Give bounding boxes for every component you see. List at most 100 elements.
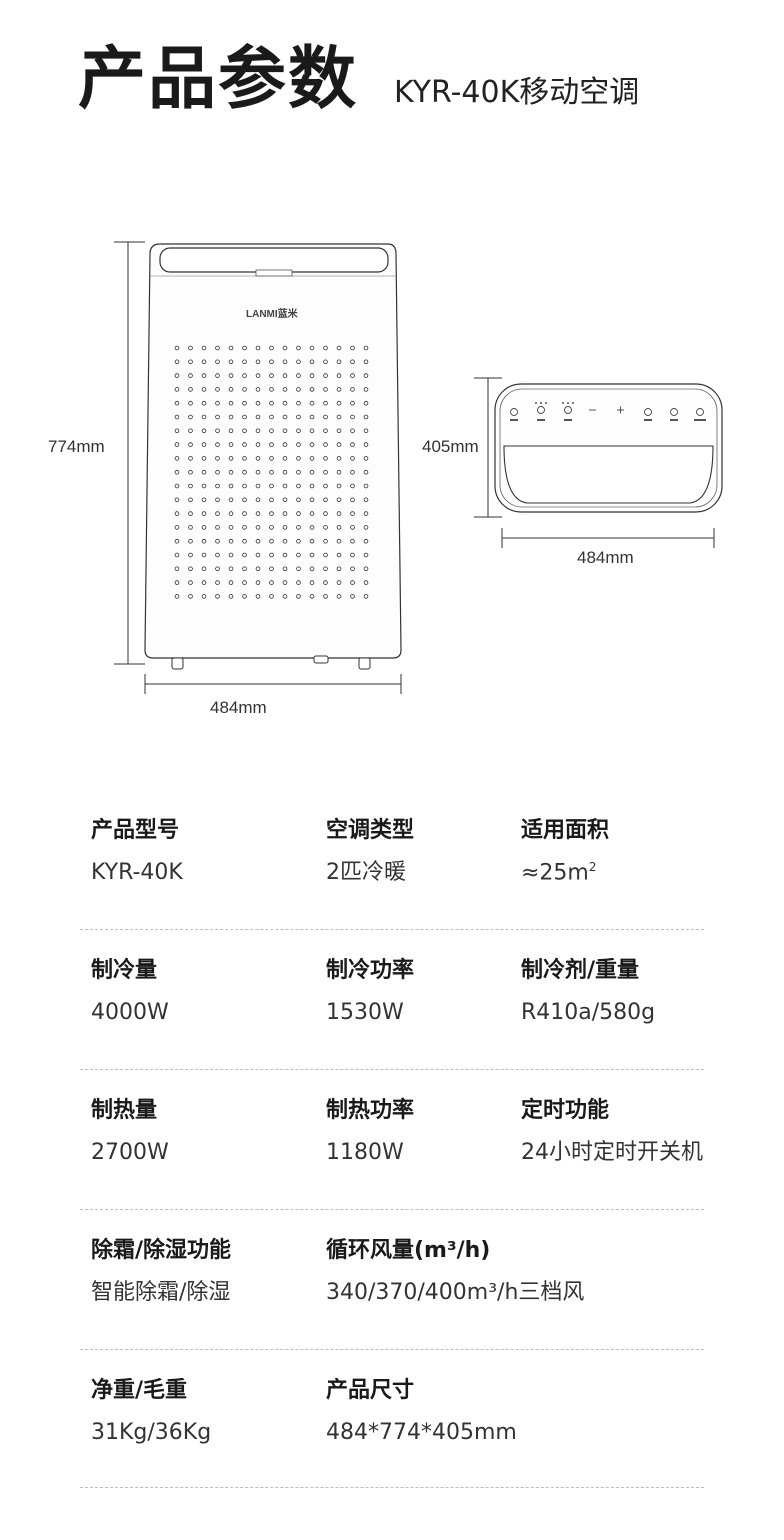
spec-cell-model: 产品型号 KYR-40K (91, 820, 183, 886)
vent-dot (174, 594, 180, 599)
vent-dot (269, 400, 274, 406)
spec-value-superscript: 2 (588, 860, 597, 874)
vent-dot (363, 345, 369, 351)
sleep-icon (670, 408, 678, 416)
vent-dot (242, 552, 247, 558)
vent-dot (309, 442, 315, 447)
vent-dot (269, 538, 274, 544)
wheel-left (171, 657, 184, 670)
vent-dot (201, 497, 207, 503)
vent-dot (282, 456, 288, 461)
vent-dot (282, 359, 288, 365)
spec-cell-cooling-power: 制冷功率 1530W (326, 960, 414, 1026)
vent-dot (228, 538, 234, 544)
spec-value: 2700W (91, 1140, 169, 1165)
vent-dot (242, 594, 247, 599)
vent-dot (309, 552, 315, 558)
spec-cell-timer: 定时功能 24小时定时开关机 (521, 1100, 703, 1166)
spec-cell-refrigerant: 制冷剂/重量 R410a/580g (521, 960, 655, 1026)
vent-dot (269, 497, 274, 503)
vent-dot (336, 456, 342, 461)
vent-dot (336, 345, 342, 351)
vent-dot (296, 428, 301, 434)
vent-dot (336, 359, 342, 365)
vent-dot (228, 414, 234, 420)
vent-dot (282, 483, 288, 489)
vent-dot (296, 525, 301, 530)
vent-dot (228, 566, 234, 572)
vent-dot (215, 580, 220, 585)
spec-value: 1530W (326, 1000, 404, 1025)
page-header: 产品参数 KYR-40K移动空调 (78, 46, 639, 114)
vent-dot (296, 566, 301, 572)
vent-dot (188, 345, 193, 351)
vent-dot (242, 400, 247, 406)
vent-dot (255, 469, 261, 475)
vent-dot (201, 400, 207, 406)
vent-dot (188, 400, 193, 406)
top-width-label: 484mm (577, 548, 634, 567)
vent-dot (188, 497, 193, 503)
vent-dot (201, 525, 207, 530)
vent-dot (350, 511, 355, 516)
vent-dot (309, 580, 315, 585)
vent-dot (336, 511, 342, 516)
vent-dot (309, 594, 315, 599)
vent-dot (282, 400, 288, 406)
vent-dot (323, 566, 328, 572)
vent-dot (350, 456, 355, 461)
spec-label: 循环风量(m³/h) (326, 1238, 491, 1263)
spec-label: 制热功率 (326, 1098, 415, 1123)
vent-dot (296, 359, 301, 365)
vent-dot (336, 580, 342, 585)
spec-value: 31Kg/36Kg (91, 1420, 212, 1445)
vent-dot (309, 525, 315, 530)
spec-value: R410a/580g (521, 1000, 656, 1025)
vent-dot (201, 552, 207, 558)
spec-cell-dimensions: 产品尺寸 484*774*405mm (326, 1380, 517, 1446)
vent-dot (336, 373, 342, 378)
vent-dot (255, 456, 261, 461)
vent-dot (228, 580, 234, 585)
vent-dot (323, 525, 328, 530)
spec-label: 定时功能 (521, 1098, 610, 1123)
vent-dot (174, 538, 180, 544)
vent-dot (282, 469, 288, 475)
vent-dot (255, 538, 261, 544)
vent-dot (269, 345, 274, 351)
spec-table: 产品型号 KYR-40K 空调类型 2匹冷暖 适用面积 ≈25m2 制冷量 40… (80, 790, 704, 1488)
vent-dot (282, 525, 288, 530)
vent-dot (282, 497, 288, 503)
vent-dot (363, 387, 369, 392)
vent-dot (350, 400, 355, 406)
vent-dot (215, 594, 220, 599)
wheel-middle (313, 655, 329, 664)
vent-dot (174, 580, 180, 585)
vent-dot (242, 469, 247, 475)
vent-dot (336, 538, 342, 544)
vent-dot (282, 552, 288, 558)
vent-dot (363, 511, 369, 516)
vent-dot (282, 580, 288, 585)
vent-dot (215, 525, 220, 530)
vent-dot (363, 456, 369, 461)
vent-dot (269, 414, 274, 420)
vent-dot (309, 469, 315, 475)
spec-label: 产品尺寸 (326, 1378, 415, 1403)
vent-dot (255, 525, 261, 530)
vent-dot (269, 456, 274, 461)
vent-dot (363, 594, 369, 599)
vent-dot (350, 580, 355, 585)
spec-label: 适用面积 (521, 818, 610, 843)
vent-dot (174, 414, 180, 420)
vent-dot (242, 359, 247, 365)
vent-dot (296, 497, 301, 503)
vent-dot (201, 511, 207, 516)
vent-dot (269, 580, 274, 585)
vent-dot (201, 566, 207, 572)
vent-dot (201, 428, 207, 434)
vent-dot (269, 566, 274, 572)
vent-dot (336, 400, 342, 406)
vent-dot (174, 428, 180, 434)
spec-value: 24小时定时开关机 (521, 1140, 703, 1165)
